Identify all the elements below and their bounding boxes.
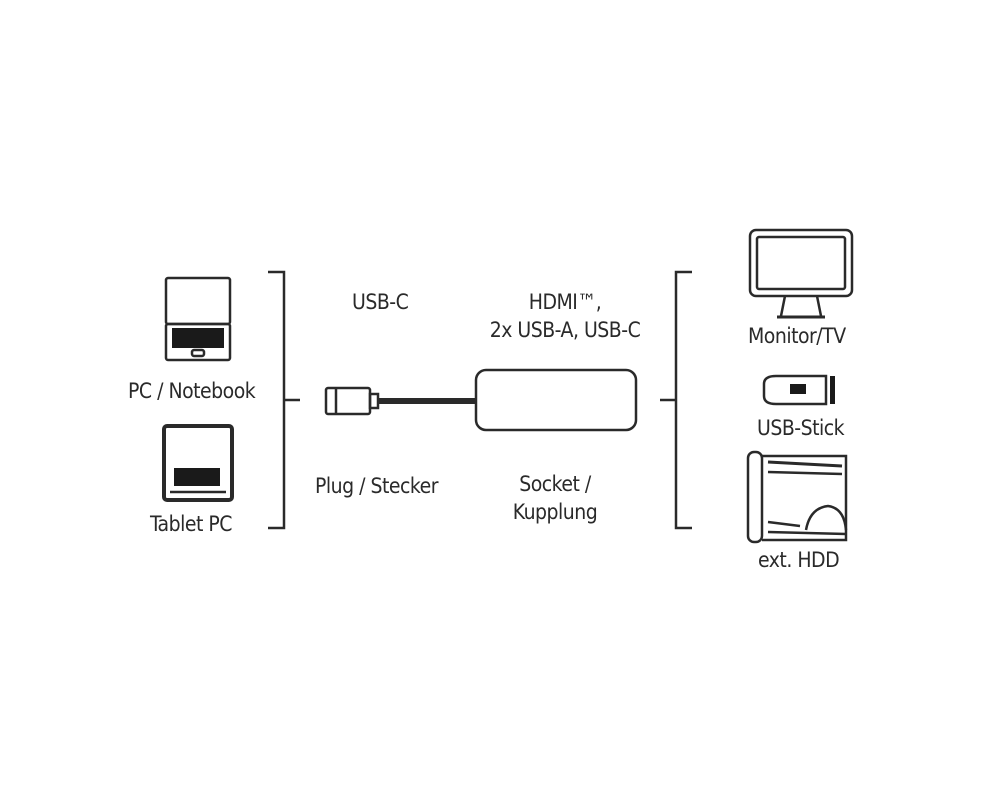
label-socket-type-line1: HDMI™, — [528, 290, 602, 314]
label-pc-notebook: PC / Notebook — [128, 379, 256, 403]
right-bracket — [660, 270, 692, 530]
label-socket-caption-line1: Socket / — [519, 472, 591, 496]
external-hdd-icon — [746, 450, 848, 544]
label-socket-types: HDMI™, 2x USB-A, USB-C — [470, 288, 660, 344]
usb-stick-icon — [762, 374, 835, 406]
label-ext-hdd: ext. HDD — [758, 548, 840, 572]
left-bracket — [268, 270, 300, 530]
monitor-icon — [748, 228, 854, 319]
label-socket-type-line2: 2x USB-A, USB-C — [489, 318, 641, 342]
label-monitor-tv: Monitor/TV — [748, 324, 846, 348]
label-socket-caption: Socket / Kupplung — [490, 470, 620, 526]
usb-c-plug-icon — [324, 386, 380, 416]
label-socket-caption-line2: Kupplung — [512, 500, 598, 524]
label-tablet-pc: Tablet PC — [150, 512, 233, 536]
tablet-icon — [162, 424, 234, 502]
laptop-icon — [164, 276, 232, 362]
hub-body-icon — [474, 368, 638, 432]
label-plug-type: USB-C — [352, 290, 409, 314]
label-plug-caption: Plug / Stecker — [315, 474, 438, 498]
label-usb-stick: USB-Stick — [757, 416, 845, 440]
